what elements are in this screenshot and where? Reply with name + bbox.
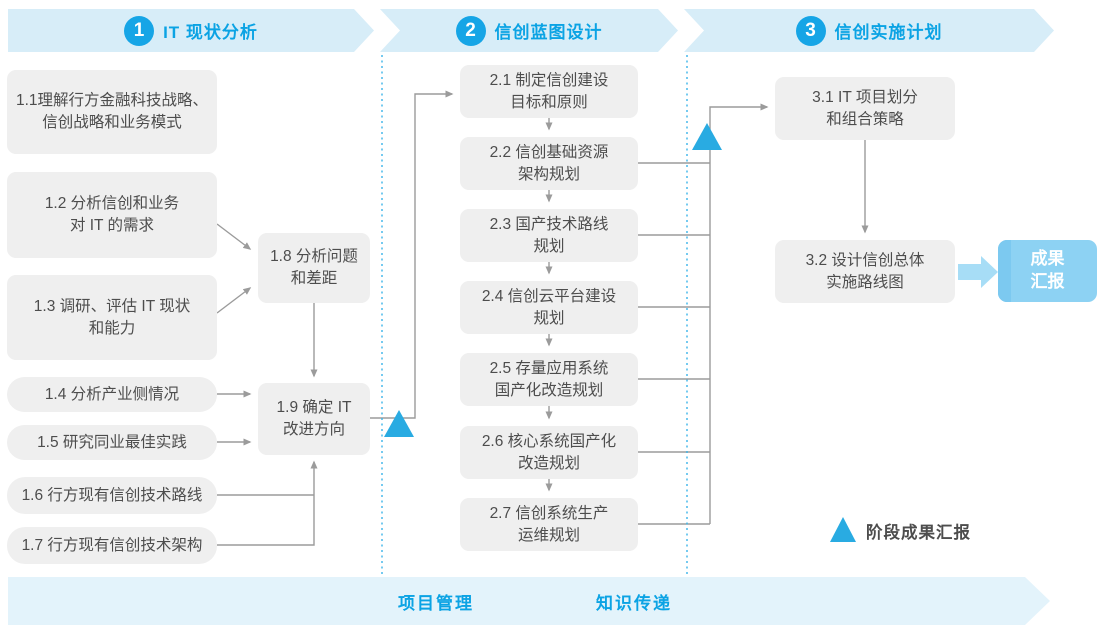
- node-1-5: 1.5 研究同业最佳实践: [7, 425, 217, 460]
- phase-3-title: 信创实施计划: [834, 23, 943, 42]
- node-1-3-line2: 和能力: [88, 319, 136, 337]
- node-2-5-line1: 2.5 存量应用系统: [489, 359, 609, 377]
- phase-2-title: 信创蓝图设计: [494, 23, 603, 42]
- node-1-9-line1: 1.9 确定 IT: [276, 399, 352, 416]
- node-1-4-label: 1.4 分析产业侧情况: [44, 385, 180, 403]
- node-2-5: 2.5 存量应用系统 国产化改造规划: [460, 353, 638, 406]
- node-3-1-line1: 3.1 IT 项目划分: [812, 88, 918, 106]
- node-2-3: 2.3 国产技术路线 规划: [460, 209, 638, 262]
- phase1-connectors: [216, 90, 454, 546]
- node-1-7-label: 1.7 行方现有信创技术架构: [21, 536, 203, 554]
- node-2-4-line2: 规划: [533, 309, 565, 327]
- result-line1: 成果: [1030, 249, 1065, 269]
- node-3-1-line2: 和组合策略: [826, 110, 904, 128]
- milestone-triangle-phase1: [384, 410, 414, 437]
- node-3-2: 3.2 设计信创总体 实施路线图: [775, 240, 955, 303]
- phase-1-number-badge: 1: [124, 16, 154, 46]
- node-3-2-line2: 实施路线图: [826, 273, 904, 291]
- node-3-1: 3.1 IT 项目划分 和组合策略: [775, 77, 955, 140]
- phase-3-number-badge: 3: [796, 16, 826, 46]
- node-1-2: 1.2 分析信创和业务 对 IT 的需求: [7, 172, 217, 258]
- bottom-banner-knowledge-transfer: 知识传递: [596, 593, 672, 613]
- node-2-2: 2.2 信创基础资源 架构规划: [460, 137, 638, 190]
- node-1-1: 1.1理解行方金融科技战略、 信创战略和业务模式: [7, 70, 217, 154]
- node-1-6-label: 1.6 行方现有信创技术路线: [21, 486, 203, 504]
- node-2-4-line1: 2.4 信创云平台建设: [481, 287, 617, 305]
- node-2-6: 2.6 核心系统国产化 改造规划: [460, 426, 638, 479]
- node-1-7: 1.7 行方现有信创技术架构: [7, 527, 217, 564]
- bottom-banner: 项目管理 知识传递: [8, 577, 1050, 625]
- result-report-box: 成果 汇报: [998, 240, 1097, 302]
- phase-banner-2: 2 信创蓝图设计: [380, 9, 678, 52]
- result-line2: 汇报: [1030, 272, 1065, 291]
- node-2-6-line2: 改造规划: [517, 454, 580, 472]
- phase-2-number-badge: 2: [456, 16, 486, 46]
- node-1-4: 1.4 分析产业侧情况: [7, 377, 217, 412]
- node-1-2-line1: 1.2 分析信创和业务: [44, 195, 180, 212]
- node-2-7: 2.7 信创系统生产 运维规划: [460, 498, 638, 551]
- node-2-3-line1: 2.3 国产技术路线: [489, 215, 609, 233]
- node-1-5-label: 1.5 研究同业最佳实践: [37, 433, 187, 451]
- node-2-1-line1: 2.1 制定信创建设: [489, 71, 609, 89]
- node-1-3-line1: 1.3 调研、评估 IT 现状: [33, 297, 191, 315]
- milestone-triangle-phase2: [692, 123, 722, 150]
- phase-1-title: IT 现状分析: [163, 23, 258, 42]
- phase-banner-3: 3 信创实施计划: [684, 9, 1054, 52]
- node-1-2-line2: 对 IT 的需求: [69, 217, 155, 234]
- phase-banner-1: 1 IT 现状分析: [8, 9, 374, 52]
- node-1-9-line2: 改进方向: [282, 421, 345, 438]
- node-2-1: 2.1 制定信创建设 目标和原则: [460, 65, 638, 118]
- result-arrow-head: [981, 256, 998, 288]
- legend-triangle-icon: [830, 517, 856, 542]
- result-arrow: [958, 256, 998, 288]
- node-2-5-line2: 国产化改造规划: [494, 381, 604, 399]
- result-arrow-bar: [958, 264, 981, 280]
- legend-label: 阶段成果汇报: [866, 524, 971, 542]
- node-1-3: 1.3 调研、评估 IT 现状 和能力: [7, 275, 217, 360]
- phase2-connectors: [545, 103, 769, 525]
- node-2-3-line2: 规划: [533, 237, 565, 255]
- node-1-8-line1: 1.8 分析问题: [270, 248, 358, 265]
- bottom-banner-project-management: 项目管理: [398, 593, 474, 613]
- node-1-9: 1.9 确定 IT 改进方向: [258, 383, 370, 455]
- node-3-2-line1: 3.2 设计信创总体: [805, 251, 925, 269]
- node-2-6-line1: 2.6 核心系统国产化: [481, 432, 617, 450]
- node-2-2-line1: 2.2 信创基础资源: [489, 143, 609, 161]
- node-2-4: 2.4 信创云平台建设 规划: [460, 281, 638, 334]
- phase-divider-dotted-lines: [381, 55, 688, 577]
- node-2-1-line2: 目标和原则: [510, 93, 588, 111]
- node-1-1-line2: 信创战略和业务模式: [42, 114, 182, 131]
- node-2-7-line1: 2.7 信创系统生产: [489, 504, 609, 522]
- node-1-1-line1: 1.1理解行方金融科技战略、: [15, 92, 209, 109]
- node-1-8: 1.8 分析问题 和差距: [258, 233, 370, 303]
- node-2-2-line2: 架构规划: [517, 165, 580, 183]
- node-1-8-line2: 和差距: [290, 270, 338, 287]
- node-2-7-line2: 运维规划: [517, 526, 580, 544]
- node-1-6: 1.6 行方现有信创技术路线: [7, 477, 217, 514]
